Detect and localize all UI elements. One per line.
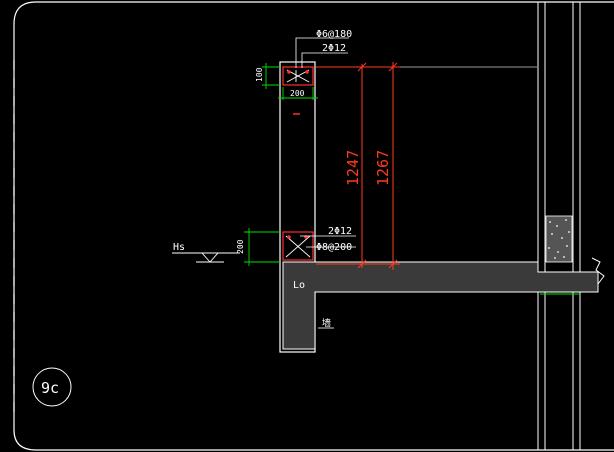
lower-rebar-leaders <box>300 235 356 248</box>
hatch-dots <box>548 219 570 259</box>
detail-tag-circle[interactable] <box>32 367 72 407</box>
lower-rebar-stirrup-label: Φ8@200 <box>316 242 352 253</box>
lower-section-dimensions <box>244 228 280 266</box>
drawing-frame <box>13 1 614 451</box>
top-rebar-main-label: 2Φ12 <box>322 43 346 54</box>
detail-tag-label: 9c <box>41 379 59 397</box>
parapet-wall-outline <box>279 61 316 353</box>
lower-height-dim-label: 200 <box>236 239 245 254</box>
top-section-dimensions <box>262 63 318 100</box>
top-rebar-dot-left <box>287 70 291 74</box>
concrete-beam-section <box>282 261 599 350</box>
column-section-hatch <box>545 215 573 263</box>
top-coping-section <box>282 66 314 86</box>
top-rebar-stirrup-label: Φ6@180 <box>316 29 352 40</box>
dimension-1247-label: 1247 <box>344 150 362 186</box>
level-symbol <box>172 252 240 263</box>
top-rebar-dot-right <box>305 70 309 74</box>
lower-rebar-cross <box>285 235 311 258</box>
lower-rebar-dot-1 <box>287 235 291 239</box>
beam-lo-label: Lo <box>293 280 305 291</box>
dimension-1267-label: 1267 <box>374 150 392 186</box>
column-grid-lines <box>537 2 581 450</box>
lower-beam-section <box>282 231 314 261</box>
top-rebar-leaders <box>295 37 349 68</box>
level-hs-label: Hs <box>173 242 185 253</box>
top-width-dim-label: 200 <box>290 89 305 98</box>
overall-dimension-lines <box>316 62 400 270</box>
lower-rebar-main-label: 2Φ12 <box>328 226 352 237</box>
top-height-dim-label: 100 <box>255 67 264 82</box>
wall-label: 墙 <box>322 317 331 329</box>
break-line-symbol <box>591 257 605 285</box>
